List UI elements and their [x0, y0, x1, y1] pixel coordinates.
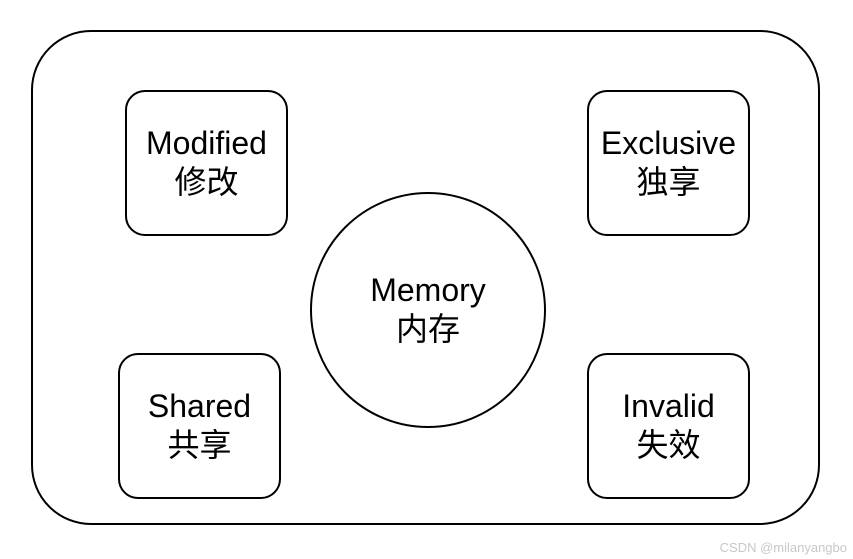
state-invalid-label-zh: 失效	[636, 426, 701, 464]
state-exclusive-label-zh: 独享	[636, 163, 701, 201]
state-shared-label-zh: 共享	[167, 426, 232, 464]
state-exclusive-box: Exclusive 独享	[587, 90, 750, 236]
state-invalid-box: Invalid 失效	[587, 353, 750, 499]
memory-circle: Memory 内存	[310, 192, 546, 428]
state-modified-box: Modified 修改	[125, 90, 288, 236]
state-shared-label: Shared	[147, 388, 252, 424]
state-modified-label: Modified	[146, 125, 267, 161]
memory-label-zh: 内存	[395, 310, 460, 348]
state-invalid-label: Invalid	[622, 388, 715, 424]
state-shared-box: Shared 共享	[118, 353, 281, 499]
state-modified-label-zh: 修改	[174, 163, 239, 201]
memory-label: Memory	[370, 272, 486, 308]
state-exclusive-label: Exclusive	[600, 125, 737, 161]
watermark-text: CSDN @milanyangbo	[719, 540, 847, 555]
outer-container	[31, 30, 820, 525]
